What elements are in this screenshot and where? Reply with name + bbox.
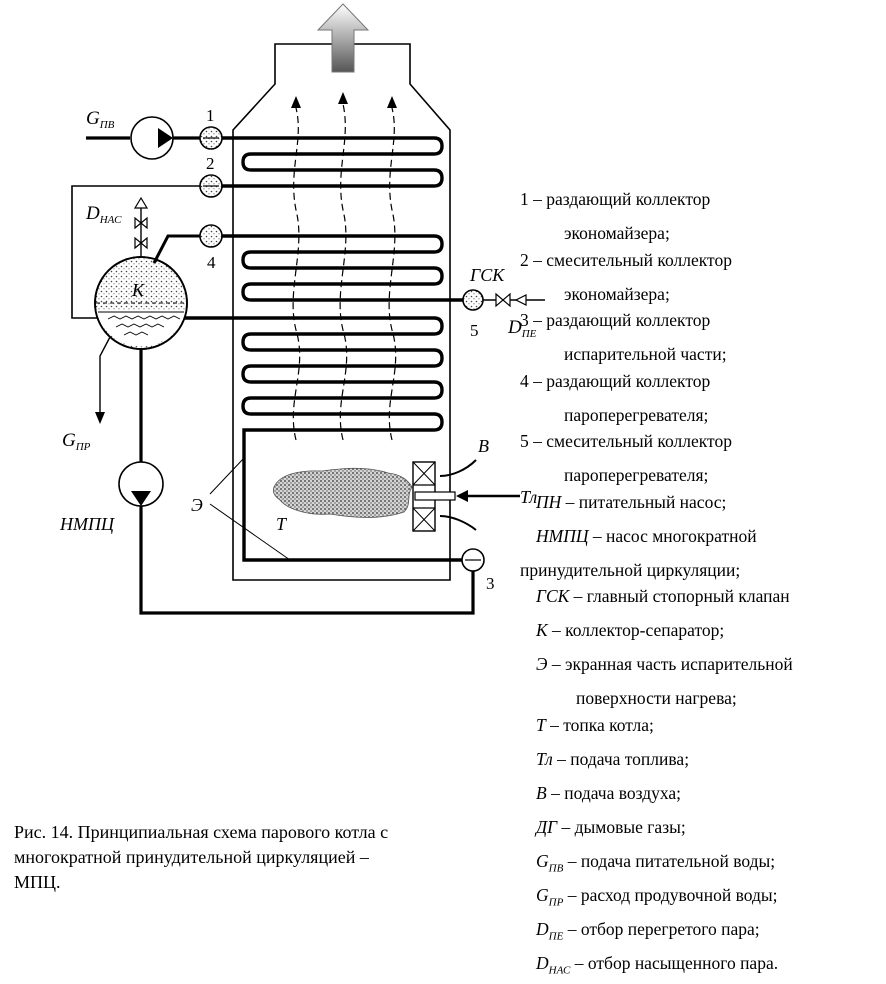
superheater-coil xyxy=(222,234,466,302)
legend-item-d-nas: DНАС – отбор насыщенного пара. xyxy=(536,952,779,977)
saturated-steam-arrow-icon xyxy=(133,196,149,209)
feed-pump-triangle-icon xyxy=(158,128,173,148)
legend-item-d-pe: DПЕ – отбор перегретого пара; xyxy=(536,918,760,943)
collector-3 xyxy=(461,548,485,572)
burner xyxy=(412,461,456,532)
label-g-pr: GПР xyxy=(62,430,91,453)
legend-item-5-cont: пароперегревателя; xyxy=(564,465,709,485)
legend: 1 – раздающий коллектор экономайзера; 2 … xyxy=(520,186,880,984)
collector-4 xyxy=(199,224,223,248)
label-nmpc: НМПЦ xyxy=(59,514,115,534)
separator-drum xyxy=(94,256,188,350)
legend-item-gsk: ГСК – главный стопорный клапан xyxy=(536,586,790,606)
label-e: Э xyxy=(191,495,203,515)
boiler-diagram: GПВ 1 2 DНАС 4 К GПР НМПЦ Э Т ГСК 5 DПЕ … xyxy=(59,3,545,615)
circulation-line xyxy=(139,506,475,615)
label-3: 3 xyxy=(486,574,495,593)
legend-item-1-cont: экономайзера; xyxy=(564,223,670,243)
screen-leader-1 xyxy=(209,457,245,495)
main-stop-valve-icon xyxy=(495,292,511,308)
label-4: 4 xyxy=(207,253,216,272)
legend-item-3-cont: испарительной части; xyxy=(564,344,727,364)
legend-item-dg: ДГ – дымовые газы; xyxy=(536,816,686,837)
screen-leader-2 xyxy=(209,503,291,561)
collector-2 xyxy=(199,174,223,198)
caption-line-2: многократной принудительной циркуляцией … xyxy=(14,847,369,867)
legend-item-t: Т – топка котла; xyxy=(536,714,654,735)
legend-item-2-cont: экономайзера; xyxy=(564,283,670,304)
return-line xyxy=(71,185,200,319)
fuel-supply-arrow-icon xyxy=(456,490,468,502)
superheated-steam-arrow-icon xyxy=(514,294,527,306)
label-gsk: ГСК xyxy=(469,265,505,285)
evaporator-coil xyxy=(180,316,466,562)
collector-5 xyxy=(462,289,484,311)
figure-caption: Рис. 14. Принципиальная схема парового к… xyxy=(14,820,514,895)
furnace-flame xyxy=(272,467,413,518)
label-k: К xyxy=(131,280,145,300)
label-d-pe: DПЕ xyxy=(507,317,537,340)
label-1: 1 xyxy=(206,106,215,125)
saturated-steam-valve-icon-2 xyxy=(134,216,148,230)
label-tl: Тл xyxy=(520,487,537,507)
legend-item-g-pv: GПВ – подача питательной воды; xyxy=(536,850,776,875)
legend-item-4-cont: пароперегревателя; xyxy=(564,404,709,425)
legend-item-4: 4 – раздающий коллектор xyxy=(520,370,711,391)
legend-item-b: В – подача воздуха; xyxy=(536,782,682,803)
blowdown-arrow-icon xyxy=(95,412,105,424)
legend-item-e-cont: поверхности нагрева; xyxy=(576,688,737,708)
caption-line-3: МПЦ. xyxy=(14,872,61,892)
legend-item-pn: ПН – питательный насос; xyxy=(536,491,727,512)
circulation-pump-triangle-icon xyxy=(131,491,151,506)
legend-item-5: 5 – смесительный коллектор xyxy=(520,431,732,451)
legend-item-g-pr: GПР – расход продувочной воды; xyxy=(536,884,778,909)
boiler-casing xyxy=(232,43,451,581)
legend-item-nmpc-cont: принудительной циркуляции; xyxy=(520,559,741,580)
air-supply-line xyxy=(439,459,477,477)
label-d-nas: DНАС xyxy=(85,203,122,226)
legend-item-tl: Тл – подача топлива; xyxy=(536,748,690,769)
label-g-pv: GПВ xyxy=(86,108,115,131)
steam-line-to-superheater xyxy=(152,234,200,264)
label-2: 2 xyxy=(206,154,215,173)
collector-1 xyxy=(199,126,223,150)
gas-flow-arrowheads xyxy=(291,92,397,108)
label-b: В xyxy=(478,436,489,456)
label-t: Т xyxy=(276,514,288,534)
legend-item-3: 3 – раздающий коллектор xyxy=(520,310,711,330)
legend-item-e: Э – экранная часть испарительной xyxy=(536,654,793,674)
label-5: 5 xyxy=(470,321,479,340)
legend-item-k: К – коллектор-сепаратор; xyxy=(536,620,725,640)
blowdown-line xyxy=(99,336,111,412)
air-supply-line-2 xyxy=(439,515,477,531)
economizer-coil xyxy=(222,136,444,188)
caption-line-1: Рис. 14. Принципиальная схема парового к… xyxy=(14,822,389,842)
legend-item-1: 1 – раздающий коллектор xyxy=(520,189,711,209)
flue-gas-arrow xyxy=(316,3,370,73)
legend-item-nmpc: НМПЦ – насос многократной xyxy=(536,525,757,546)
legend-item-2: 2 – смесительный коллектор xyxy=(520,249,732,270)
saturated-steam-valve-icon xyxy=(134,236,148,250)
